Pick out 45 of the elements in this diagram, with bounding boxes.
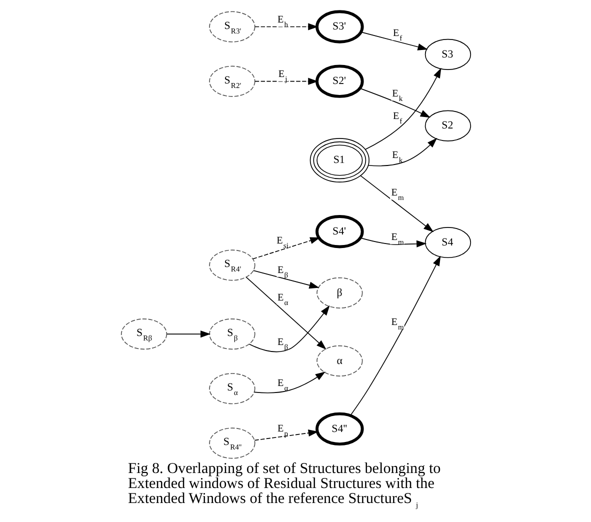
arrow [254,23,318,30]
edge-label: E$_{h}$ [277,14,288,30]
node-ellipse: S2 [424,110,471,142]
arrow [360,32,428,50]
edge-label: E$_{m}$ [390,188,404,202]
node-ellipse: S4' [315,215,364,248]
node-ellipse: S4'' [315,412,364,446]
arrow [252,237,320,260]
arrow [254,372,325,394]
arrow [248,305,330,352]
arrow [166,330,210,338]
node-ellipse: S$_{β}$ [208,318,255,350]
caption: Fig 8. Overlapping of set of Structures belonging to Extended windows of Residual Structures with the Extended Windows of the reference StructureS$_{j}$ [128,460,440,510]
arrow [252,270,319,289]
edge-label: E$_{k}$ [392,150,402,164]
node-ellipse: S$_{Rβ}$ [120,318,167,350]
arrow [364,68,441,150]
edge-label: E$_{α}$ [277,292,288,308]
arrow [367,138,437,166]
node-ellipse: α [316,345,362,376]
node-ellipse: S$_{R2'}$ [208,66,255,97]
node-ellipse: S$_{R4'}$ [208,250,255,281]
node-ellipse: S4 [424,227,471,258]
edge-label: E$_{f}$ [392,111,402,126]
node-ellipse: S$_{R4''}$ [208,428,255,459]
edge-label: E$_{j}$ [278,69,287,84]
node-ellipse: S$_{R3'}$ [208,11,255,42]
node-ellipse: S$_{α}$ [208,373,255,404]
edge-label: E$_{si}$ [276,235,288,250]
node-ellipse: β [316,277,362,308]
edge-label: E$_{m}$ [390,316,404,332]
arrow [360,175,434,232]
arrow [254,430,318,441]
edge-label: E$_{k}$ [392,88,402,104]
edge-label: E$_{α}$ [277,378,288,393]
arrow [254,78,318,85]
node-ellipse: S3 [424,38,471,70]
edge-label: E$_{f}$ [392,28,402,43]
node-ellipse: S3' [315,10,364,44]
edge-label: E$_{β}$ [277,337,288,352]
arrow [350,256,440,416]
arrow [360,238,426,248]
node-ellipse: S1 [309,138,369,182]
node-ellipse: S2' [315,64,364,98]
edge-label: E$_{p}$ [277,424,288,438]
